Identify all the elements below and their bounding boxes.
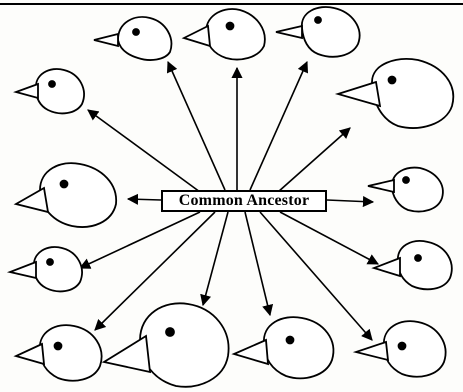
arrow-top-3 <box>249 60 309 191</box>
bird-head-bottom-2 <box>101 302 230 388</box>
common-ancestor-label: Common Ancestor <box>161 190 327 212</box>
arrow-mid-right <box>326 195 375 208</box>
bird-head-lower-right <box>371 240 453 291</box>
arrow-bottom-4 <box>259 211 373 341</box>
arrow-bottom-1 <box>94 211 216 331</box>
bird-head-lower-left <box>6 246 83 293</box>
arrow-lower-left <box>78 211 201 269</box>
bird-head-mid-right <box>367 166 444 213</box>
bird-head-top-2 <box>181 8 266 61</box>
arrow-lower-right <box>279 211 379 265</box>
top-border-line <box>0 3 463 5</box>
bird-head-top-3 <box>275 6 361 58</box>
arrow-bottom-2 <box>200 211 229 307</box>
bird-head-mid-left <box>13 162 117 228</box>
bird-head-top-1 <box>93 16 173 61</box>
bird-head-bottom-3 <box>231 316 335 380</box>
arrow-mid-left <box>126 193 162 205</box>
bird-head-upper-right <box>334 58 455 129</box>
arrow-group <box>78 60 379 341</box>
arrow-upper-left <box>87 109 201 193</box>
arrow-top-1 <box>166 60 226 191</box>
bird-head-bottom-1 <box>13 324 103 382</box>
bird-head-bottom-4 <box>352 320 447 378</box>
arrow-bottom-3 <box>244 211 274 317</box>
bird-head-upper-left <box>13 68 85 115</box>
arrow-upper-right <box>277 127 351 193</box>
